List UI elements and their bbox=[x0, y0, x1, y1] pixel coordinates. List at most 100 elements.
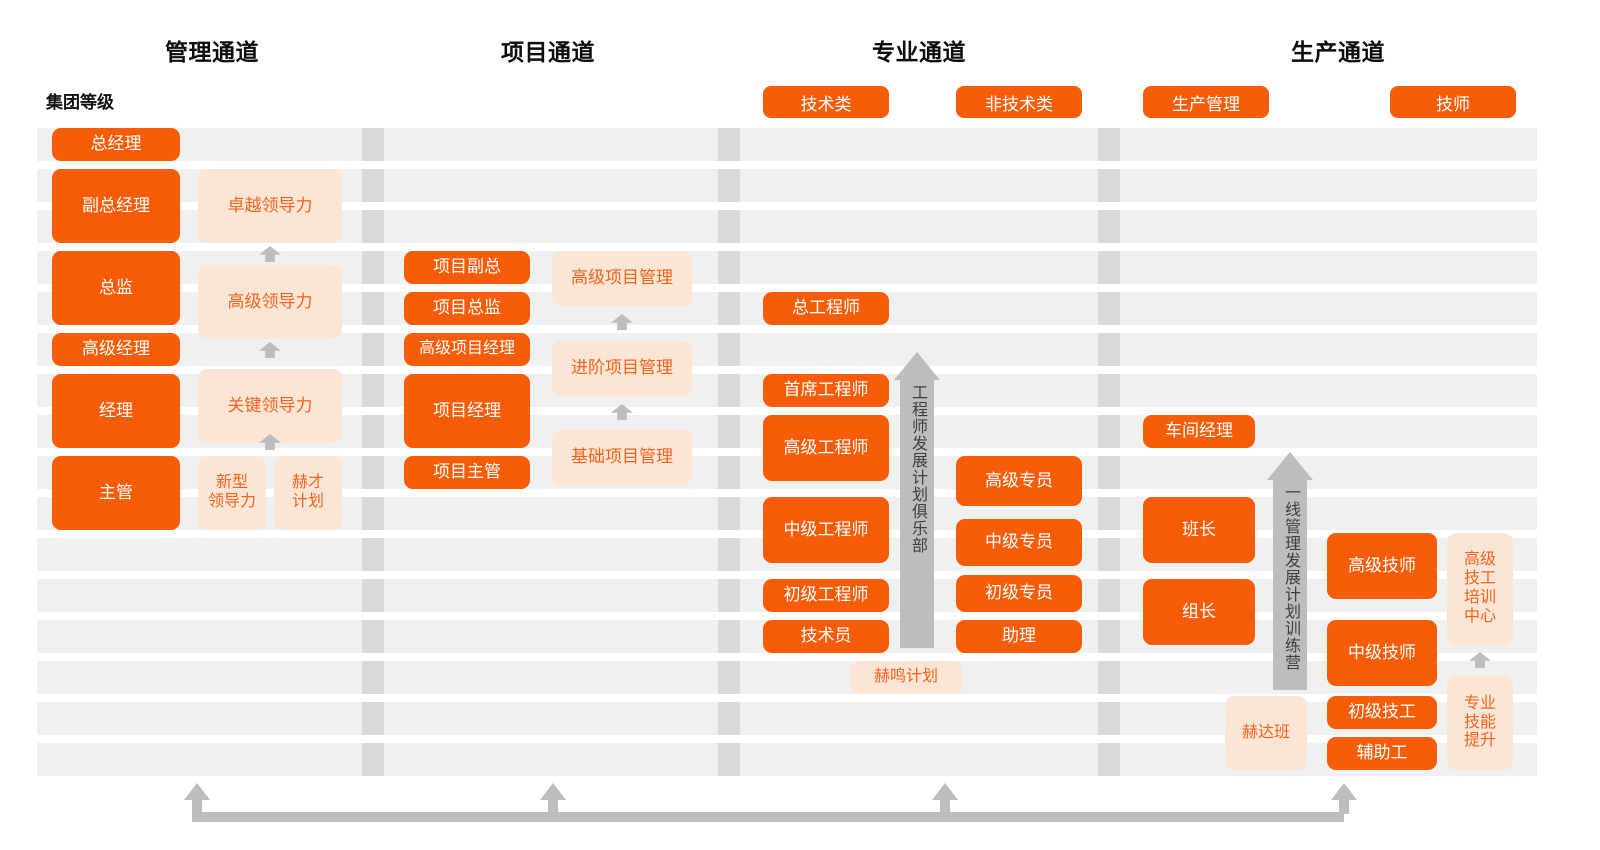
program-hecai-plan[interactable]: 赫才 计划 bbox=[274, 456, 342, 530]
column-separator-cell-2 bbox=[718, 415, 740, 448]
bottom-arrow-stem-4 bbox=[1339, 798, 1349, 814]
column-separator-cell-3 bbox=[1098, 661, 1120, 694]
column-separator-cell-1 bbox=[362, 661, 384, 694]
column-separator-cell-3 bbox=[1098, 415, 1120, 448]
bottom-arrow-head-icon-3 bbox=[932, 783, 958, 800]
column-separator-cell-1 bbox=[362, 415, 384, 448]
grade-row bbox=[37, 743, 1537, 776]
program-advanced-project-mgmt[interactable]: 进阶项目管理 bbox=[552, 341, 692, 396]
category-pill-1[interactable]: 技术类 bbox=[763, 86, 889, 118]
column-separator-cell-1 bbox=[362, 620, 384, 653]
role-assistant[interactable]: 助理 bbox=[956, 620, 1082, 653]
column-separator-cell-1 bbox=[362, 333, 384, 366]
column-separator-cell-2 bbox=[718, 333, 740, 366]
role-mid-specialist[interactable]: 中级专员 bbox=[956, 519, 1082, 566]
column-separator-cell-3 bbox=[1098, 702, 1120, 735]
program-senior-leadership[interactable]: 高级领导力 bbox=[198, 265, 342, 339]
role-manager[interactable]: 经理 bbox=[52, 374, 180, 448]
grade-row bbox=[37, 128, 1537, 161]
grade-row bbox=[37, 702, 1537, 735]
role-senior-engineer[interactable]: 高级工程师 bbox=[763, 415, 889, 481]
role-project-supervisor[interactable]: 项目主管 bbox=[404, 456, 530, 489]
column-separator-cell-1 bbox=[362, 456, 384, 489]
category-pill-4[interactable]: 技师 bbox=[1390, 86, 1516, 118]
role-project-director[interactable]: 项目总监 bbox=[404, 292, 530, 325]
column-separator-cell-2 bbox=[718, 620, 740, 653]
column-separator-cell-1 bbox=[362, 579, 384, 612]
role-mid-technician[interactable]: 中级技师 bbox=[1327, 620, 1437, 686]
column-separator-cell-3 bbox=[1098, 374, 1120, 407]
role-project-manager[interactable]: 项目经理 bbox=[404, 374, 530, 448]
role-junior-engineer[interactable]: 初级工程师 bbox=[763, 579, 889, 612]
role-workshop-manager[interactable]: 车间经理 bbox=[1143, 415, 1255, 448]
column-separator-cell-3 bbox=[1098, 456, 1120, 489]
group-grade-label: 集团等级 bbox=[46, 93, 114, 112]
role-group-leader[interactable]: 组长 bbox=[1143, 579, 1255, 645]
column-separator-cell-2 bbox=[718, 579, 740, 612]
arrow-frontline-mgmt-camp-label: 一线管理发展计划训练营 bbox=[1282, 484, 1299, 671]
role-principal-engineer[interactable]: 首席工程师 bbox=[763, 374, 889, 407]
role-technician-staff[interactable]: 技术员 bbox=[763, 620, 889, 653]
column-separator-cell-2 bbox=[718, 128, 740, 161]
column-separator-cell-3 bbox=[1098, 251, 1120, 284]
category-pill-2[interactable]: 非技术类 bbox=[956, 86, 1082, 118]
bottom-arrow-stem-2 bbox=[548, 798, 558, 814]
role-senior-technician[interactable]: 高级技师 bbox=[1327, 533, 1437, 599]
program-senior-project-mgmt[interactable]: 高级项目管理 bbox=[552, 251, 692, 306]
column-separator-cell-2 bbox=[718, 456, 740, 489]
role-helper-worker[interactable]: 辅助工 bbox=[1327, 737, 1437, 770]
arrow-frontline-mgmt-camp: 一线管理发展计划训练营 bbox=[1267, 452, 1313, 690]
bottom-arrow-head-icon-1 bbox=[184, 783, 210, 800]
role-supervisor[interactable]: 主管 bbox=[52, 456, 180, 530]
column-separator-cell-3 bbox=[1098, 579, 1120, 612]
role-deputy-gm[interactable]: 副总经理 bbox=[52, 169, 180, 243]
column-separator-cell-1 bbox=[362, 702, 384, 735]
column-separator-cell-1 bbox=[362, 169, 384, 202]
program-basic-project-mgmt[interactable]: 基础项目管理 bbox=[552, 430, 692, 485]
column-separator-cell-3 bbox=[1098, 210, 1120, 243]
column-separator-cell-1 bbox=[362, 374, 384, 407]
column-separator-cell-1 bbox=[362, 497, 384, 530]
column-separator-cell-3 bbox=[1098, 292, 1120, 325]
channel-title-3: 专业通道 bbox=[872, 39, 966, 65]
role-senior-specialist[interactable]: 高级专员 bbox=[956, 456, 1082, 506]
program-senior-craft-center[interactable]: 高级 技工 培训 中心 bbox=[1447, 533, 1513, 645]
column-separator-cell-3 bbox=[1098, 169, 1120, 202]
role-senior-project-manager[interactable]: 高级项目经理 bbox=[404, 333, 530, 366]
role-mid-engineer[interactable]: 中级工程师 bbox=[763, 497, 889, 563]
column-separator-cell-2 bbox=[718, 661, 740, 694]
channel-title-2: 项目通道 bbox=[501, 39, 595, 65]
role-general-manager[interactable]: 总经理 bbox=[52, 128, 180, 161]
bottom-arrow-stem-1 bbox=[192, 798, 202, 814]
program-heda-class[interactable]: 赫达班 bbox=[1225, 696, 1307, 770]
role-project-vp[interactable]: 项目副总 bbox=[404, 251, 530, 284]
column-separator-cell-1 bbox=[362, 743, 384, 776]
program-heming-plan[interactable]: 赫鸣计划 bbox=[850, 661, 962, 694]
column-separator-cell-1 bbox=[362, 251, 384, 284]
program-professional-skill[interactable]: 专业 技能 提升 bbox=[1447, 676, 1513, 770]
role-junior-craftsman[interactable]: 初级技工 bbox=[1327, 696, 1437, 729]
program-excellent-leadership[interactable]: 卓越领导力 bbox=[198, 169, 342, 243]
column-separator-cell-3 bbox=[1098, 333, 1120, 366]
column-separator-cell-3 bbox=[1098, 620, 1120, 653]
role-chief-engineer[interactable]: 总工程师 bbox=[763, 292, 889, 325]
role-junior-specialist[interactable]: 初级专员 bbox=[956, 575, 1082, 612]
column-separator-cell-2 bbox=[718, 251, 740, 284]
column-separator-cell-3 bbox=[1098, 497, 1120, 530]
column-separator-cell-2 bbox=[718, 292, 740, 325]
column-separator-cell-3 bbox=[1098, 128, 1120, 161]
role-senior-manager[interactable]: 高级经理 bbox=[52, 333, 180, 366]
column-separator-cell-2 bbox=[718, 169, 740, 202]
bottom-arrow-head-icon-4 bbox=[1331, 783, 1357, 800]
bottom-arrow-bar bbox=[192, 812, 1344, 822]
channel-title-4: 生产通道 bbox=[1291, 39, 1385, 65]
role-shift-leader[interactable]: 班长 bbox=[1143, 497, 1255, 563]
program-new-leadership[interactable]: 新型 领导力 bbox=[198, 456, 266, 530]
column-separator-cell-2 bbox=[718, 374, 740, 407]
column-separator-cell-2 bbox=[718, 497, 740, 530]
category-pill-3[interactable]: 生产管理 bbox=[1143, 86, 1269, 118]
role-director[interactable]: 总监 bbox=[52, 251, 180, 325]
column-separator-cell-1 bbox=[362, 292, 384, 325]
program-key-leadership[interactable]: 关键领导力 bbox=[198, 369, 342, 443]
column-separator-cell-1 bbox=[362, 538, 384, 571]
